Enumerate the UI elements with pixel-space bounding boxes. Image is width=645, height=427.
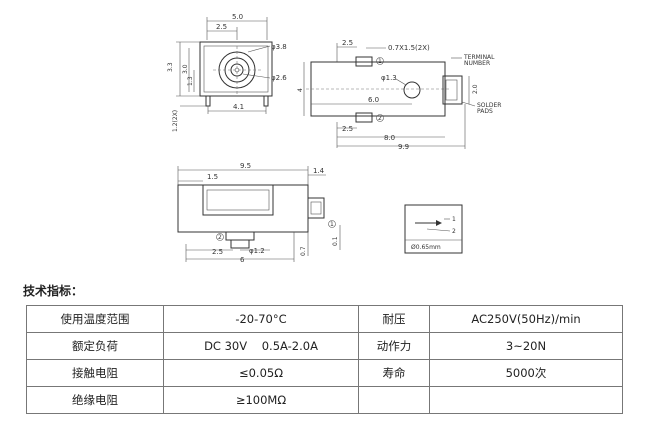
schematic-dia: Ø0.65mm bbox=[411, 244, 441, 251]
pin-schematic: 1 2 Ø0.65mm bbox=[404, 204, 463, 254]
spec-label: 动作力 bbox=[358, 332, 430, 360]
spec-label: 接触电阻 bbox=[26, 359, 164, 387]
front-dim-lead: 1.2(2X) bbox=[172, 110, 179, 132]
schematic-pin1: 1 bbox=[452, 216, 456, 223]
side-dim-99: 9.9 bbox=[398, 143, 409, 151]
side-dim-07: 0.7X1.5(2X) bbox=[388, 44, 430, 52]
front-dim-h1: 3.3 bbox=[167, 62, 174, 72]
spec-value: 3~20N bbox=[429, 332, 623, 360]
front-dim-h3: 1.3 bbox=[187, 76, 194, 86]
table-row: 绝缘电阻 ≥100MΩ bbox=[26, 386, 623, 414]
front-view: 5.0 2.5 φ3.8 φ2.6 3.3 3.0 1.3 1.2(2X) bbox=[167, 13, 287, 132]
bottom-dim-14: 1.4 bbox=[313, 167, 325, 175]
bottom-dim-25: 2.5 bbox=[212, 248, 223, 256]
side-dim-80: 8.0 bbox=[384, 134, 395, 142]
side-dim-20: 2.0 bbox=[472, 84, 479, 94]
spec-label: 寿命 bbox=[358, 359, 430, 387]
spec-label: 额定负荷 bbox=[26, 332, 164, 360]
spec-value: AC250V(50Hz)/min bbox=[429, 305, 623, 333]
bottom-dim-6: 6 bbox=[240, 256, 245, 264]
spec-value: ≤0.05Ω bbox=[163, 359, 359, 387]
spec-label bbox=[358, 386, 430, 414]
front-dim-top-half: 2.5 bbox=[216, 23, 227, 31]
side-dim-25: 2.5 bbox=[342, 39, 353, 47]
side-dim-60: 6.0 bbox=[368, 96, 379, 104]
spec-table: 使用温度范围 -20-70°C 耐压 AC250V(50Hz)/min 额定负荷… bbox=[26, 305, 623, 414]
bottom-dim-95: 9.5 bbox=[240, 162, 251, 170]
spec-label: 绝缘电阻 bbox=[26, 386, 164, 414]
schematic-pin2: 2 bbox=[452, 228, 456, 235]
front-dim-bottom: 4.1 bbox=[233, 103, 244, 111]
spec-value bbox=[429, 386, 623, 414]
spec-value: ≥100MΩ bbox=[163, 386, 359, 414]
spec-value: DC 30V 0.5A-2.0A bbox=[163, 332, 359, 360]
table-row: 额定负荷 DC 30V 0.5A-2.0A 动作力 3~20N bbox=[26, 332, 623, 360]
bottom-pin1: 1 bbox=[330, 221, 334, 228]
table-row: 接触电阻 ≤0.05Ω 寿命 5000次 bbox=[26, 359, 623, 387]
front-dim-h2: 3.0 bbox=[182, 64, 189, 74]
side-dia-13: φ1.3 bbox=[381, 74, 397, 82]
front-dim-top-total: 5.0 bbox=[232, 13, 243, 21]
side-dim-4: 4 bbox=[297, 88, 304, 92]
spec-title: 技术指标： bbox=[23, 284, 84, 298]
front-dia-inner: φ2.6 bbox=[271, 74, 287, 82]
spec-value: -20-70°C bbox=[163, 305, 359, 333]
spec-value: 5000次 bbox=[429, 359, 623, 387]
side-pin1: 1 bbox=[378, 58, 382, 65]
spec-label: 耐压 bbox=[358, 305, 430, 333]
side-dim-25b: 2.5 bbox=[342, 125, 353, 133]
table-row: 使用温度范围 -20-70°C 耐压 AC250V(50Hz)/min bbox=[26, 305, 623, 333]
bottom-view: 9.5 1.4 1.5 1 2 2.5 φ1.2 6 0.7 0.1 bbox=[177, 162, 341, 264]
bottom-dim-15: 1.5 bbox=[207, 173, 218, 181]
bottom-dim-01: 0.1 bbox=[332, 236, 339, 246]
front-dia-outer: φ3.8 bbox=[271, 43, 287, 51]
spec-label: 使用温度范围 bbox=[26, 305, 164, 333]
bottom-pin2: 2 bbox=[218, 234, 222, 241]
bottom-dim-12: φ1.2 bbox=[249, 247, 265, 255]
technical-drawing: 5.0 2.5 φ3.8 φ2.6 3.3 3.0 1.3 1.2(2X) bbox=[167, 13, 501, 264]
side-pin2: 2 bbox=[378, 115, 382, 122]
bottom-dim-07: 0.7 bbox=[300, 246, 307, 256]
